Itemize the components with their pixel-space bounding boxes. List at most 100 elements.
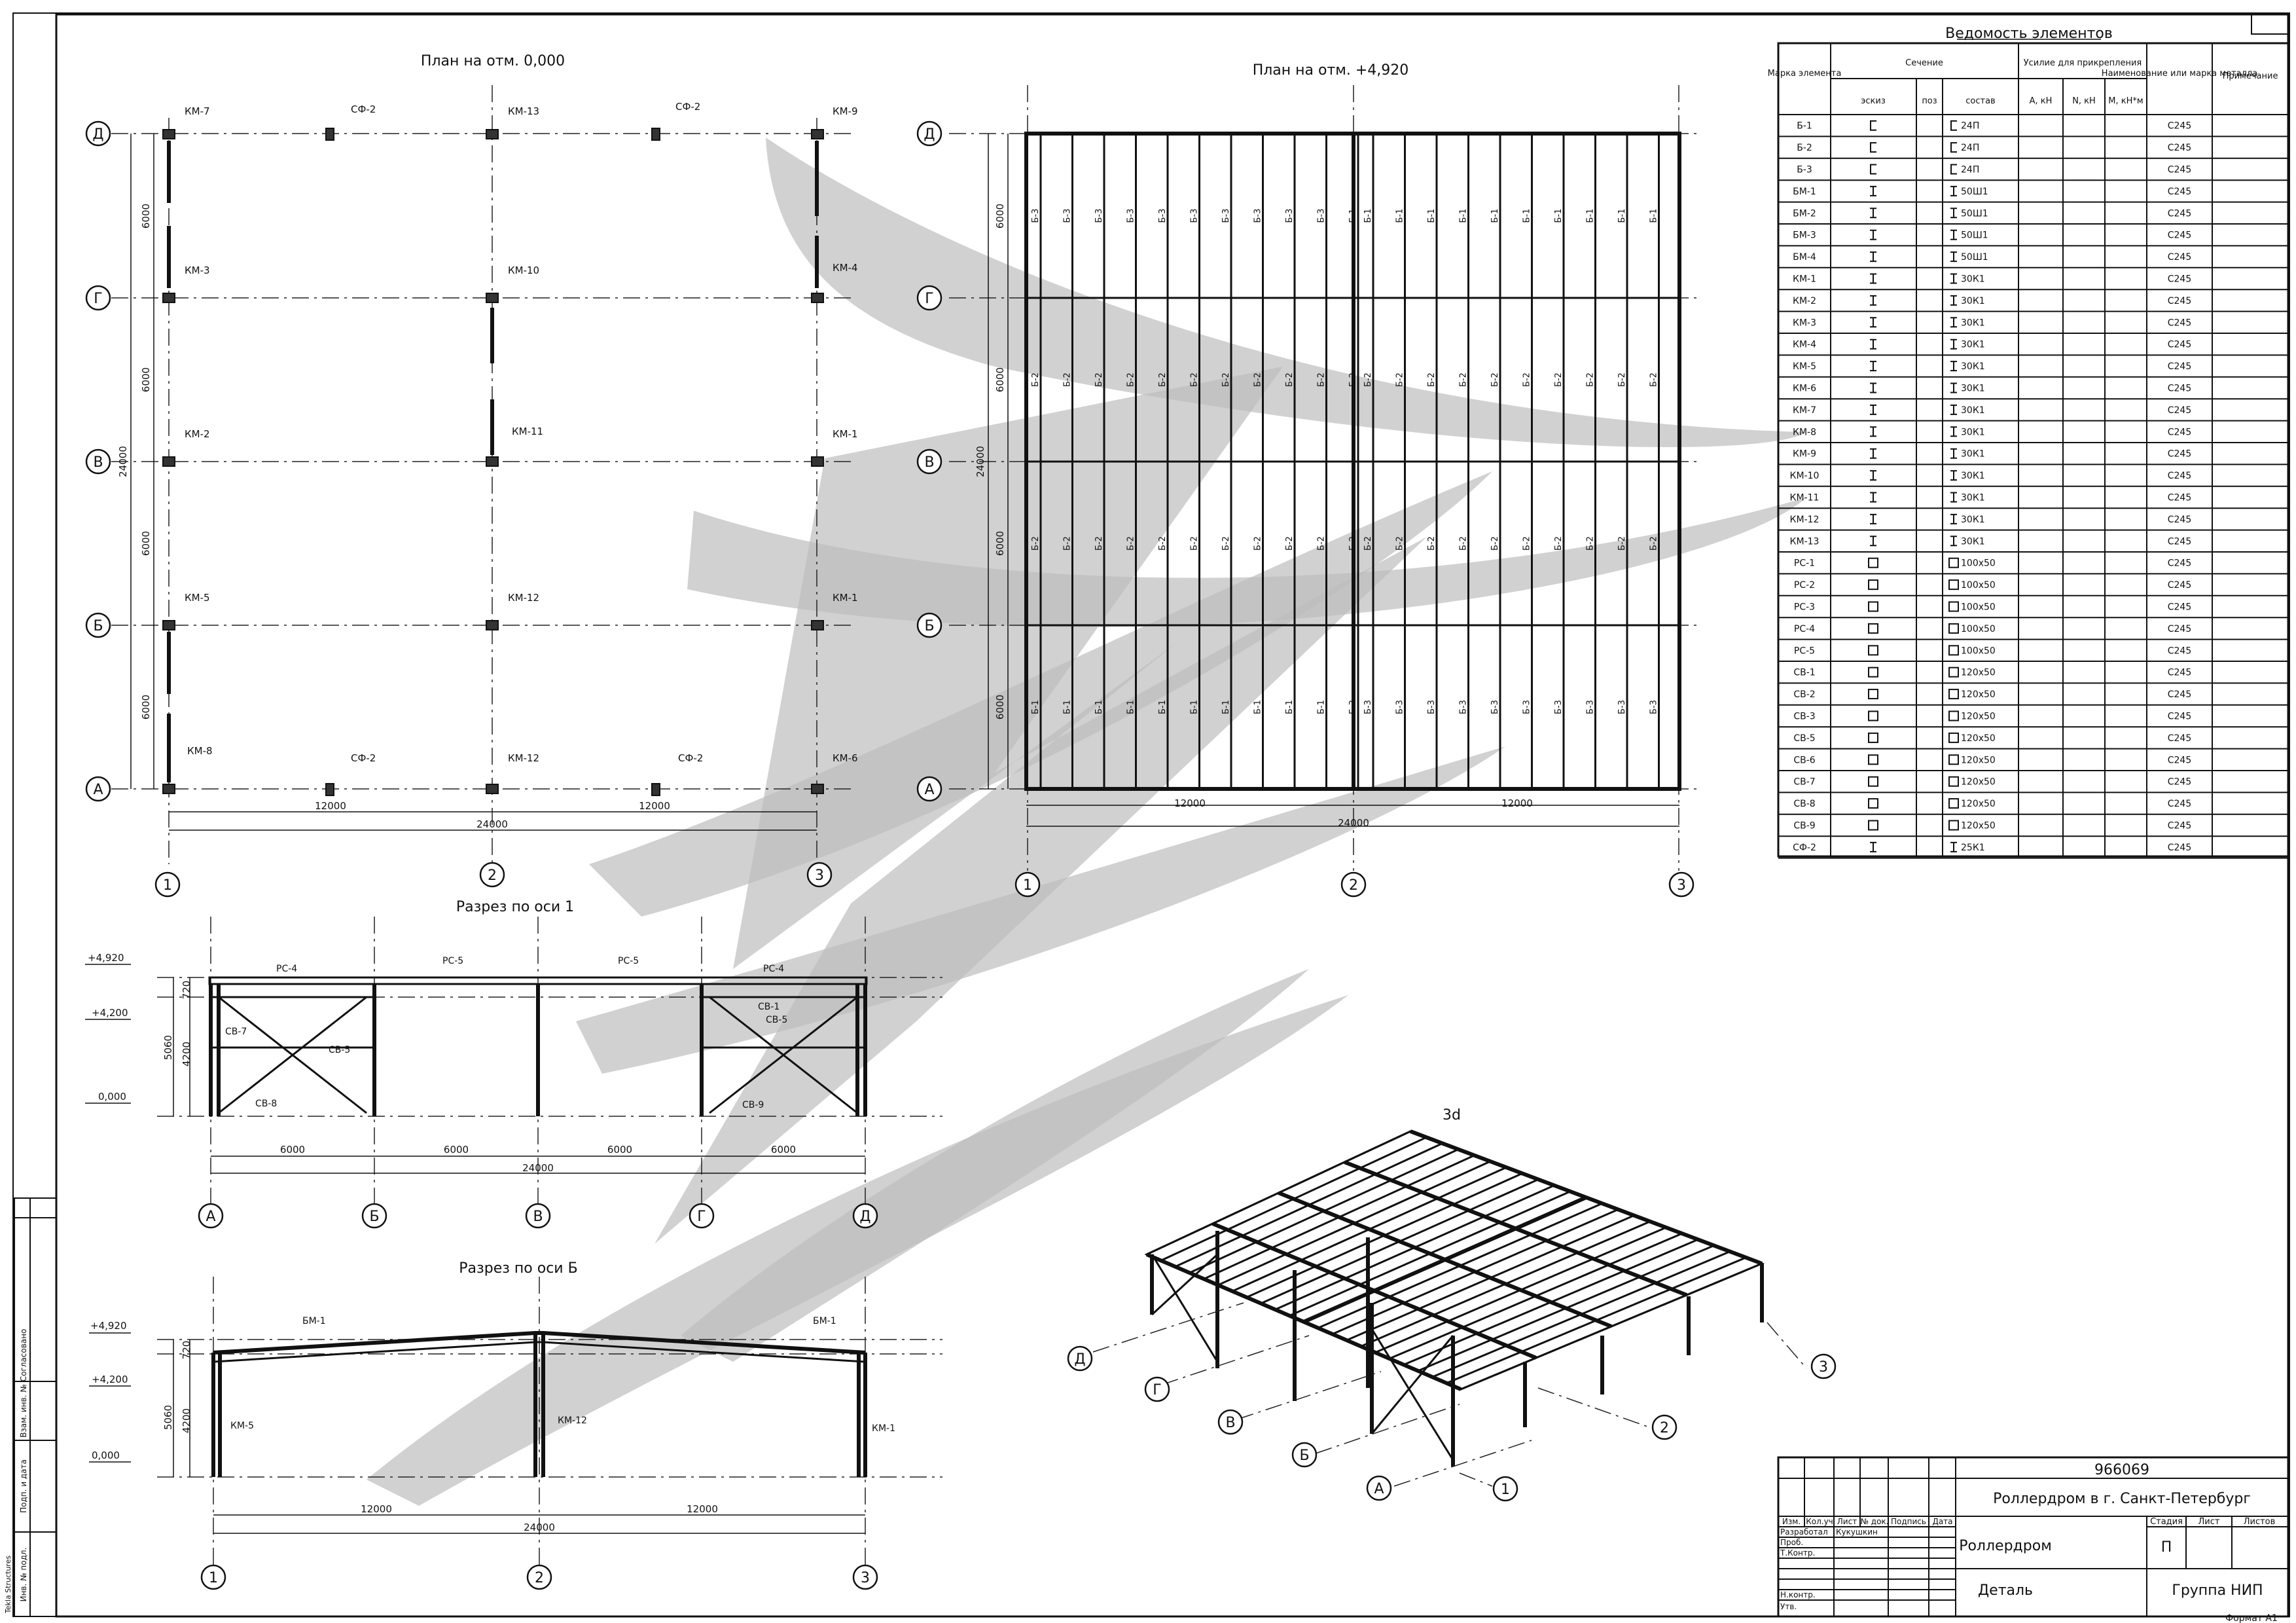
- cell-steel: С245: [2168, 558, 2192, 569]
- ibeam-section-icon: [1950, 185, 1957, 196]
- ibeam-section-icon: [1950, 470, 1957, 481]
- element-mark: КМ-3: [185, 264, 210, 276]
- purlin-label: Б-2: [1395, 536, 1405, 551]
- axis-bubble: В: [533, 1209, 543, 1225]
- axis-bubble: А: [1374, 1481, 1384, 1497]
- cell-mark: КМ-5: [1793, 361, 1816, 372]
- purlin-label: Б-2: [1317, 373, 1327, 387]
- dimension: 6000: [994, 695, 1006, 720]
- cell-composition: 30К1: [1961, 515, 1985, 525]
- th-a: А, кН: [2030, 96, 2053, 106]
- purlin-label: Б-1: [1126, 700, 1136, 714]
- element-mark: СВ-9: [742, 1100, 764, 1110]
- channel-section-icon: [1950, 120, 1957, 131]
- element-mark: КМ-5: [185, 592, 210, 604]
- cell-steel: С245: [2168, 580, 2192, 591]
- watermark: [367, 137, 1806, 1506]
- purlin-label: Б-2: [1459, 536, 1469, 551]
- ibeam-section-icon: [1870, 382, 1876, 393]
- element-mark: КМ-11: [512, 426, 543, 437]
- purlin-label: Б-2: [1253, 373, 1263, 387]
- dimension: 12000: [361, 1503, 392, 1515]
- sheet-format: Формат А1: [2225, 1613, 2278, 1623]
- box-section-icon: [1868, 689, 1878, 700]
- cell-composition: 120х50: [1961, 777, 1996, 788]
- section-axis-b: Разрез по оси Б +4,920 +4,200 0,000 720: [89, 1260, 942, 1590]
- purlin-label: Б-1: [1395, 209, 1405, 223]
- box-section-icon: [1948, 776, 1959, 787]
- purlin-label: Б-2: [1190, 536, 1200, 551]
- purlin-label: Б-2: [1158, 536, 1168, 551]
- purlin-label: Б-2: [1031, 536, 1041, 551]
- purlin-label: Б-2: [1649, 373, 1659, 387]
- level-mark: 0,000: [98, 1091, 126, 1103]
- cell-composition: 30К1: [1961, 427, 1985, 437]
- cell-steel: С245: [2168, 449, 2192, 460]
- cell-steel: С245: [2168, 340, 2192, 350]
- axis-bubble: Д: [1074, 1351, 1085, 1368]
- purlin-label: Б-1: [1094, 700, 1104, 714]
- cell-composition: 30К1: [1961, 361, 1985, 372]
- cell-composition: 24П: [1961, 165, 1979, 175]
- box-section-icon: [1868, 645, 1878, 656]
- element-mark: КМ-8: [187, 745, 213, 757]
- cell-mark: СВ-6: [1793, 755, 1815, 765]
- cell-mark: РС-4: [1794, 624, 1815, 634]
- cell-mark: СВ-1: [1793, 668, 1815, 678]
- dimension: 5060: [162, 1405, 174, 1430]
- tb-col: Изм.: [1782, 1517, 1801, 1526]
- cell-mark: СВ-8: [1793, 799, 1815, 809]
- cell-mark: КМ-8: [1793, 427, 1816, 437]
- purlin-label: Б-1: [1427, 209, 1437, 223]
- cell-composition: 24П: [1961, 143, 1979, 153]
- axis-bubble-row: Г: [94, 291, 102, 307]
- ibeam-section-icon: [1950, 492, 1957, 503]
- cell-composition: 30К1: [1961, 405, 1985, 416]
- axis-bubble-row: Д: [924, 126, 935, 143]
- box-section-icon: [1948, 710, 1959, 721]
- side-stamp: Согласовано Взам. инв. № Подп. и дата Ин…: [4, 1197, 57, 1617]
- axis-bubble-row: Б: [924, 618, 934, 634]
- cell-composition: 120х50: [1961, 821, 1996, 831]
- tb-role: Утв.: [1780, 1602, 1797, 1611]
- purlin-label: Б-2: [1617, 373, 1627, 387]
- box-section-icon: [1868, 666, 1878, 678]
- cell-composition: 100х50: [1961, 558, 1996, 569]
- purlin-label: Б-3: [1427, 700, 1437, 714]
- ibeam-section-icon: [1870, 185, 1876, 196]
- cell-composition: 100х50: [1961, 602, 1996, 613]
- element-mark: РС-4: [763, 964, 784, 974]
- purlin-label: Б-2: [1158, 373, 1168, 387]
- project-name: Роллердром в г. Санкт-Петербург: [1993, 1491, 2251, 1507]
- channel-section-icon: [1950, 164, 1957, 175]
- cell-mark: БМ-4: [1793, 252, 1816, 263]
- cell-steel: С245: [2168, 121, 2192, 132]
- dimension: 5060: [162, 1035, 174, 1060]
- cell-mark: КМ-2: [1793, 296, 1816, 306]
- cell-composition: 120х50: [1961, 712, 1996, 722]
- purlin-label: Б-2: [1522, 373, 1532, 387]
- section-axis-1: Разрез по оси 1 +4,920 +4,2: [85, 899, 942, 1229]
- ibeam-section-icon: [1870, 841, 1876, 852]
- axis-bubble: 2: [1660, 1420, 1669, 1436]
- plan492-title: План на отм. +4,920: [1253, 62, 1409, 79]
- isometric-view: 3d: [1067, 1107, 1837, 1502]
- box-section-icon: [1948, 820, 1959, 831]
- tb-role: Т.Контр.: [1780, 1548, 1815, 1558]
- axis-bubble-col: 3: [1677, 877, 1686, 894]
- purlin-label: Б-1: [1158, 700, 1168, 714]
- cell-composition: 30К1: [1961, 384, 1985, 394]
- ibeam-section-icon: [1870, 338, 1876, 350]
- purlin-label: Б-2: [1285, 536, 1295, 551]
- purlin-label: Б-1: [1522, 209, 1532, 223]
- dimension: 6000: [140, 531, 152, 556]
- ibeam-section-icon: [1870, 295, 1876, 306]
- purlin-label: Б-2: [1063, 373, 1073, 387]
- cell-mark: РС-5: [1794, 646, 1815, 656]
